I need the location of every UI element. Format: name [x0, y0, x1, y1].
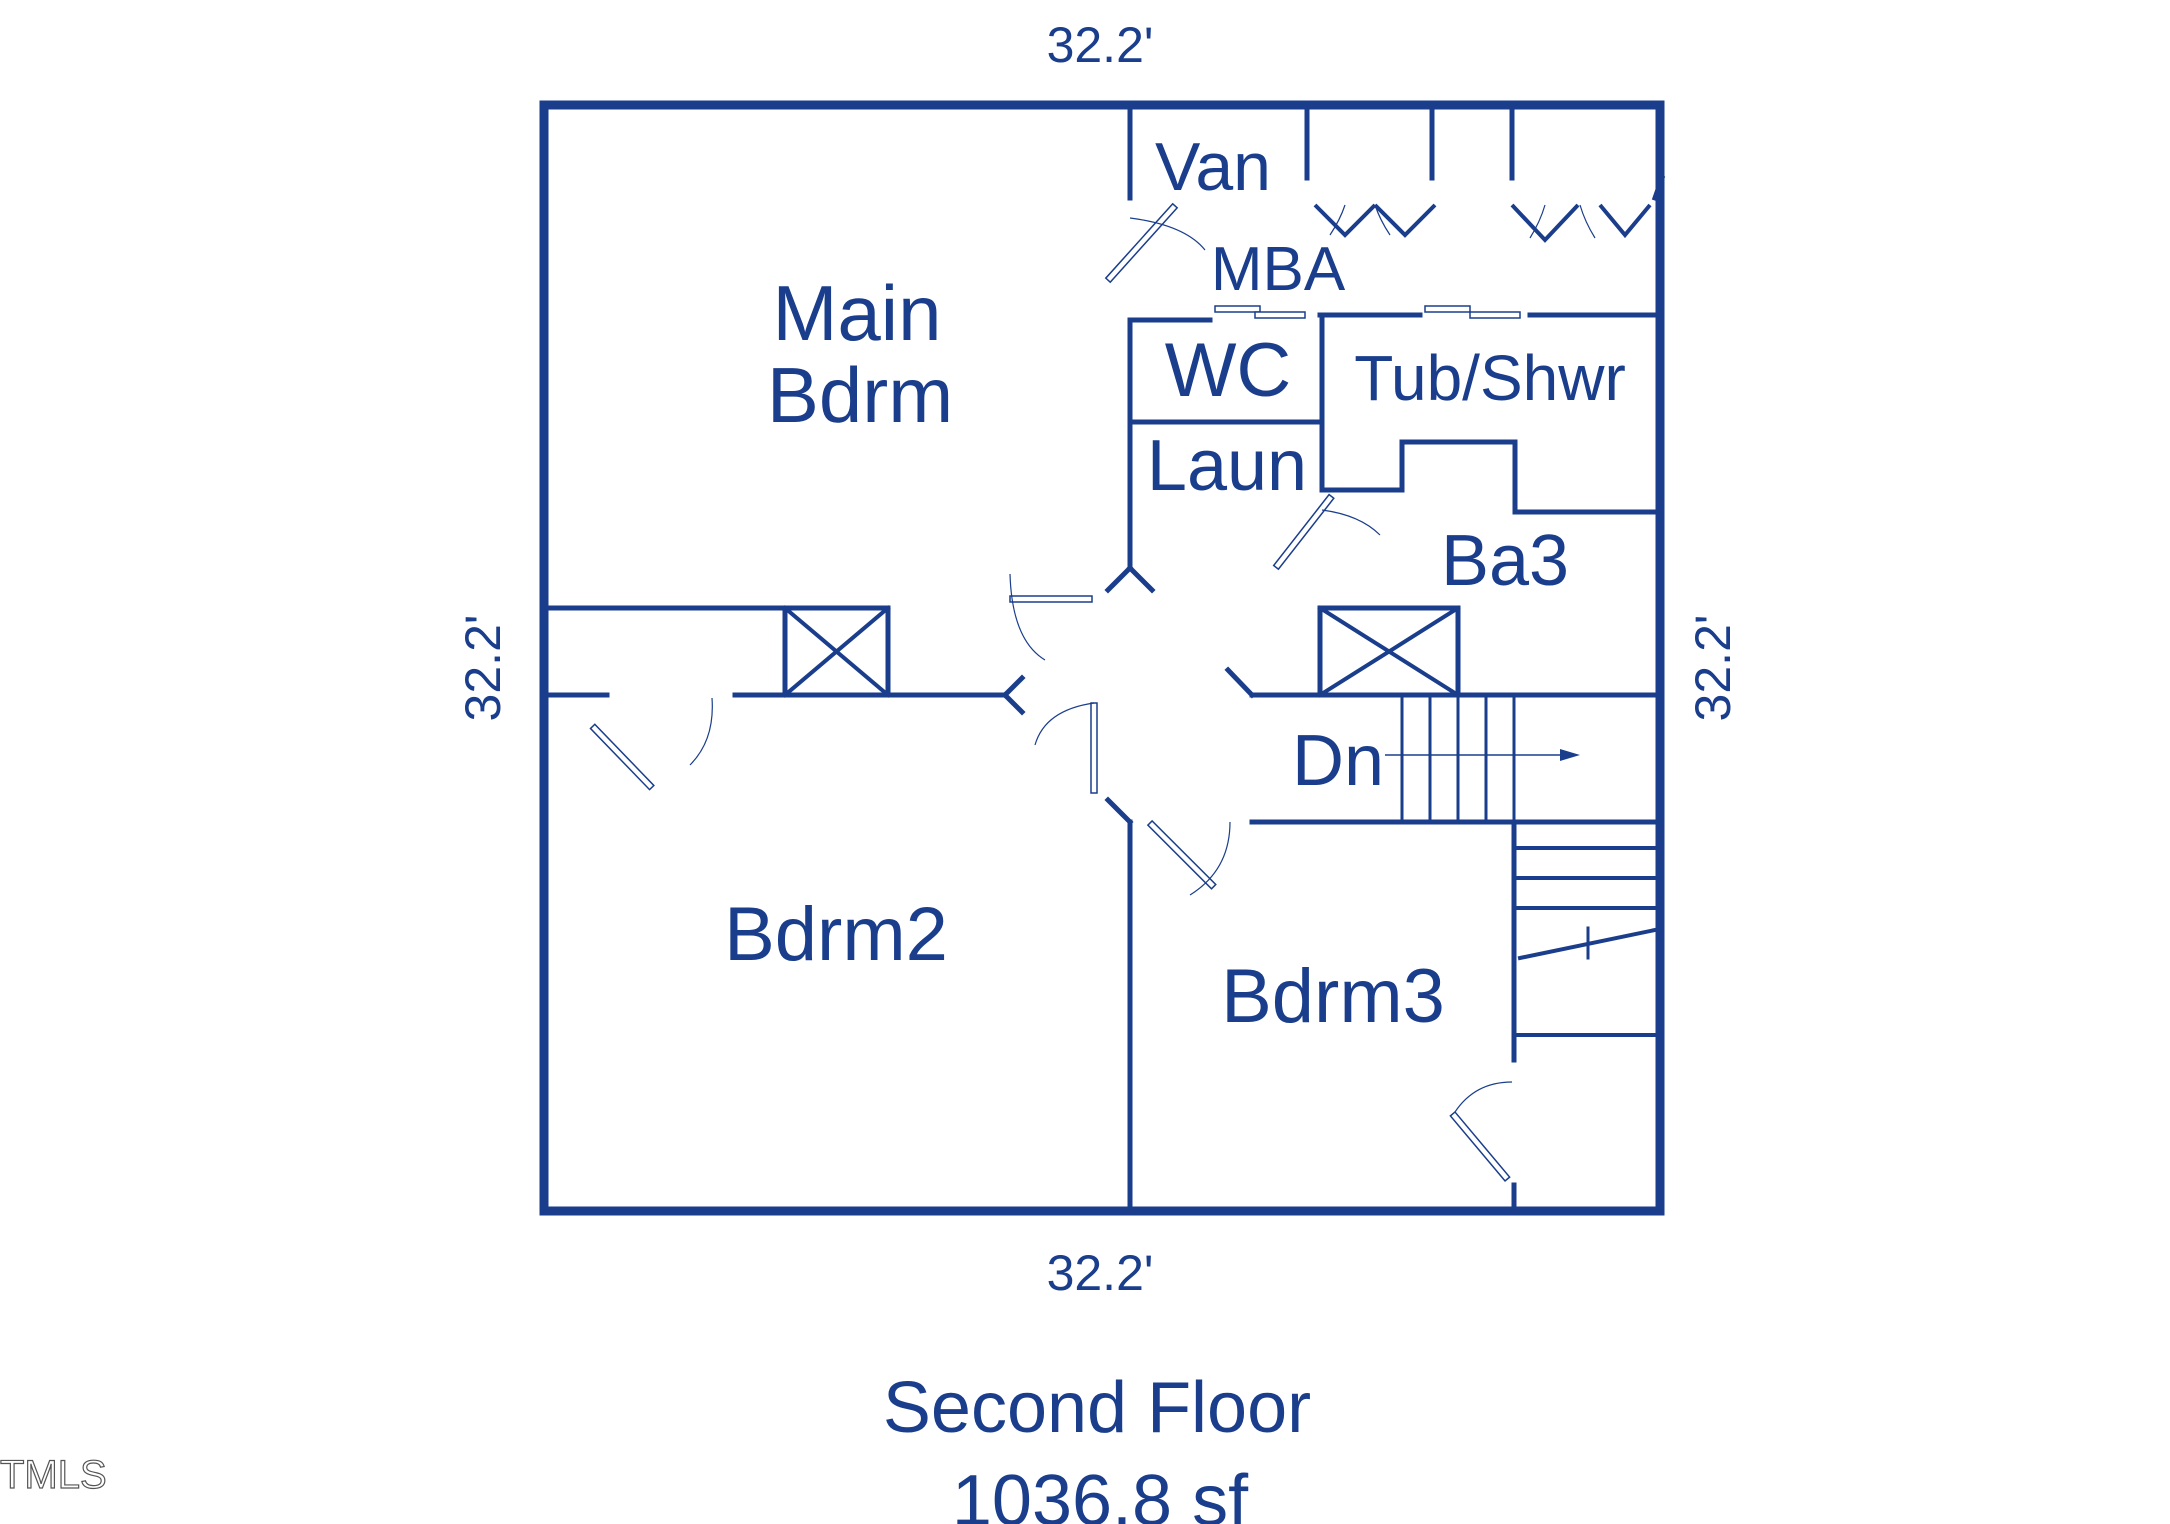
- door-swing: [689, 697, 713, 766]
- floor-area: 1036.8 sf: [952, 1461, 1249, 1524]
- pocket-door: [1254, 311, 1306, 319]
- room-label-laun: Laun: [1147, 426, 1307, 506]
- room-label-mba: MBA: [1211, 235, 1346, 304]
- room-label-ba3: Ba3: [1441, 521, 1569, 601]
- bifold-door: [1313, 203, 1377, 238]
- room-label-van: Van: [1155, 129, 1271, 205]
- door: [1090, 702, 1098, 794]
- door-swing: [1189, 821, 1231, 896]
- dimension-top: 32.2': [1047, 17, 1154, 73]
- room-label-bdrm2: Bdrm2: [724, 892, 948, 977]
- room-label-tub-shwr: Tub/Shwr: [1354, 342, 1626, 414]
- door-swing: [1529, 204, 1546, 239]
- door: [1146, 819, 1217, 890]
- closet-x: [782, 605, 891, 698]
- wall: [1104, 564, 1134, 594]
- pocket-door: [1214, 305, 1261, 313]
- wall: [1001, 691, 1026, 716]
- closet-box: [782, 605, 891, 698]
- door: [1104, 202, 1179, 284]
- door-swing: [1009, 573, 1046, 661]
- door-swing: [1329, 204, 1346, 236]
- room-label-main-bdrm-2: Bdrm: [767, 351, 953, 439]
- door-swing: [1321, 509, 1381, 536]
- watermark: TMLS: [0, 1453, 107, 1497]
- dimension-right: 32.2': [1685, 615, 1741, 722]
- door-swing: [1579, 204, 1596, 239]
- bifold-door: [1373, 203, 1437, 238]
- bifold-door: [1598, 203, 1652, 239]
- room-label-wc: WC: [1165, 328, 1292, 413]
- wall: [1319, 439, 1658, 515]
- arrow-head-icon: [1560, 749, 1580, 761]
- dimension-left: 32.2': [455, 615, 511, 722]
- wall: [1126, 564, 1156, 594]
- door: [1009, 595, 1093, 603]
- door: [1449, 1110, 1511, 1183]
- wall: [1001, 674, 1026, 699]
- exterior-wall: [539, 100, 1665, 1216]
- door: [589, 723, 655, 791]
- door-swing: [1454, 1081, 1513, 1113]
- room-label-main-bdrm-1: Main: [772, 269, 941, 357]
- wall: [1104, 796, 1134, 826]
- pocket-door: [1424, 305, 1471, 313]
- door-swing: [1129, 217, 1206, 251]
- dimension-bottom: 32.2': [1047, 1245, 1154, 1301]
- bifold-door: [1510, 203, 1580, 243]
- closet-x: [1317, 605, 1461, 698]
- floor-title: Second Floor: [883, 1368, 1311, 1448]
- room-label-bdrm3: Bdrm3: [1221, 954, 1445, 1039]
- door-swing: [1034, 702, 1095, 746]
- door: [1272, 493, 1335, 571]
- pocket-door: [1469, 311, 1521, 319]
- wall: [1651, 174, 1666, 202]
- wall: [1224, 666, 1256, 699]
- room-label-dn: Dn: [1292, 721, 1384, 801]
- door-swing: [1374, 204, 1391, 236]
